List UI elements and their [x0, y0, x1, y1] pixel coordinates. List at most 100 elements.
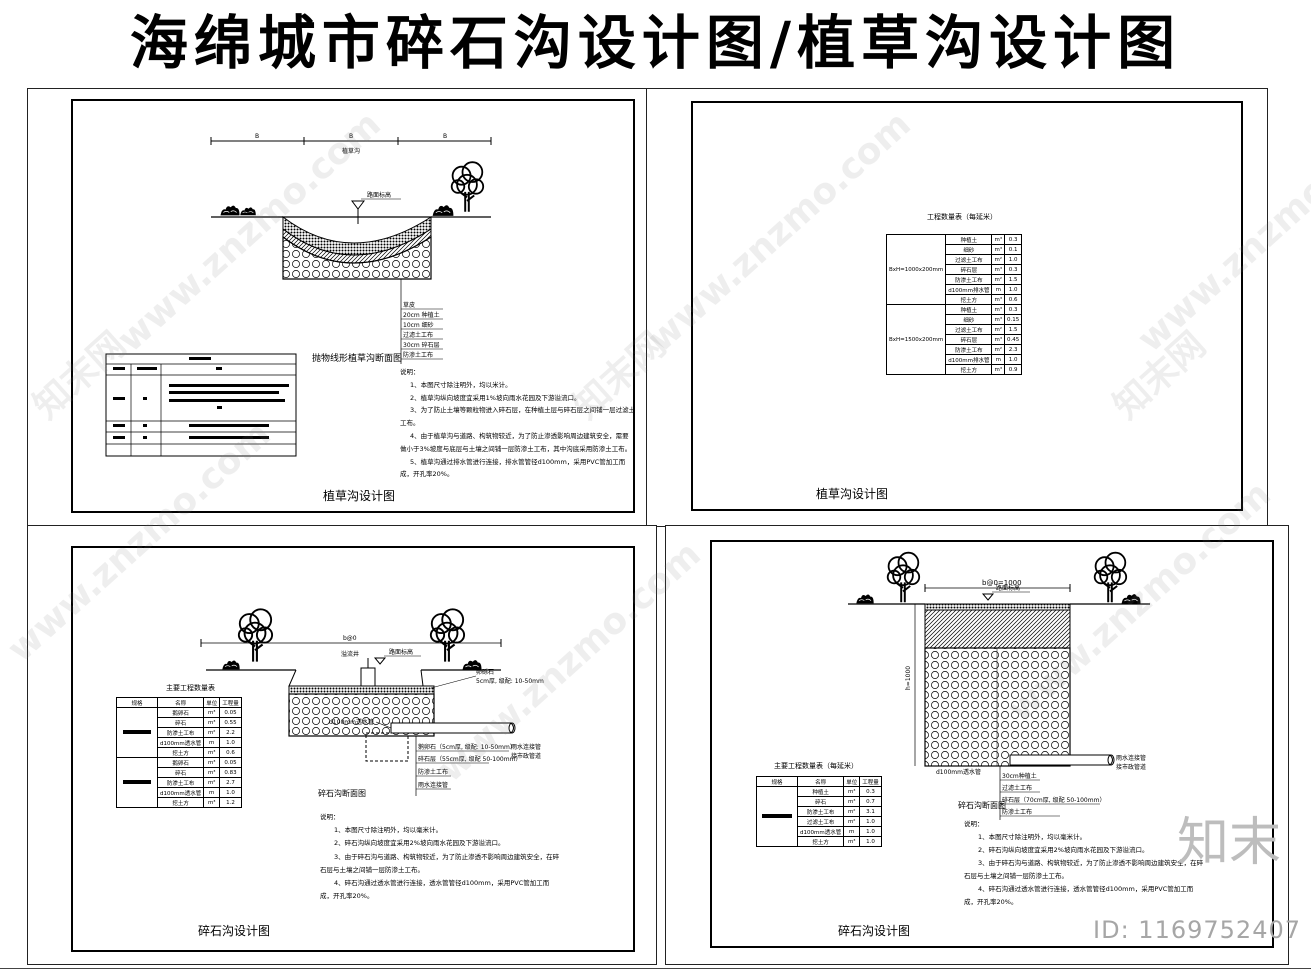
layer-label: 20cm 种植土 [403, 311, 440, 319]
dimension-label: B [255, 133, 259, 140]
table-cell: 1.0 [859, 836, 882, 847]
table-cell: 0.55 [219, 717, 242, 728]
header-cell: 名称 [156, 697, 205, 708]
table-cell: d100mm透水管 [156, 787, 205, 798]
table-cell: 0.3 [1004, 234, 1023, 245]
spec-cell: BxH=1000x200mm [885, 234, 947, 305]
layer-label: 防渗土工布 [418, 768, 448, 776]
swale-label: 植草沟 [342, 147, 360, 155]
table-cell: 0.3 [1004, 304, 1023, 315]
table-cell: 防渗土工布 [945, 274, 993, 285]
table-cell: 2.2 [219, 727, 242, 738]
note-line: 2、碎石沟纵向坡度宜采用2%坡向雨水花园及下游溢流口。 [978, 846, 1149, 854]
table-cell: 0.7 [859, 796, 882, 807]
redacted-cell-bar [123, 779, 151, 784]
table-cell: m³ [203, 717, 221, 728]
table-cell: 鹅卵石 [156, 707, 205, 718]
spec-cell: BxH=1500x200mm [885, 304, 947, 375]
table-cell: 0.83 [219, 767, 242, 778]
table-cell: 1.0 [1004, 254, 1023, 265]
note-line: 石层与土壤之间铺一层防渗土工布。 [964, 872, 1068, 880]
table-cell: m [203, 787, 221, 798]
water-level-label: 路面标高 [996, 584, 1020, 592]
section-title: 碎石沟断面图 [318, 789, 366, 798]
table-cell: 碎石 [796, 796, 845, 807]
layer-label: 草皮 [403, 301, 415, 309]
table-cell: 挖土方 [945, 294, 993, 305]
table-cell: 细砂 [945, 314, 993, 325]
table-cell: 2.3 [1004, 344, 1023, 355]
table-cell: 1.2 [219, 797, 242, 808]
dimension-label: B [443, 133, 447, 140]
table-cell: 1.0 [219, 737, 242, 748]
note-line: 1、本图尺寸除注明外，均以毫米计。 [978, 833, 1087, 841]
note-line: 做小于3%坡度与底层与土壤之间铺一层防渗土工布，其中沟底采用防渗土工布。 [400, 444, 632, 453]
note-line: 1、本图尺寸除注明外，均以毫米计。 [334, 826, 443, 835]
header-cell: 单位 [843, 776, 861, 787]
table-cell: 挖土方 [156, 797, 205, 808]
layer-label: 10cm 细砂 [403, 321, 434, 329]
pipe-right-label: 接市政管道 [1116, 763, 1146, 771]
section-title: 抛物线形植草沟断面图 [312, 354, 403, 364]
table-cell: 防渗土工布 [156, 777, 205, 788]
table-cell: 种植土 [796, 786, 845, 797]
table-cell: d100mm透水管 [796, 826, 845, 837]
table-cell: 0.9 [1004, 364, 1023, 375]
table-cell: 种植土 [945, 304, 993, 315]
water-level-label: 路面标高 [367, 191, 391, 199]
table-cell: 碎石 [156, 717, 205, 728]
table-cell: m [991, 354, 1006, 365]
table-cell: 细砂 [945, 244, 993, 255]
notes-block: 说明： 1、本图尺寸除注明外，均以米计。 2、植草沟纵向坡度宜采用1%坡向雨水花… [400, 366, 635, 481]
notes-title: 说明： [320, 813, 340, 821]
gravel-note: 5cm厚, 级配: 10-50mm [476, 677, 544, 685]
dimension-label: b@0 [343, 635, 357, 642]
table-cell: m³ [843, 836, 861, 847]
table-cell: 过滤土工布 [796, 816, 845, 827]
table-cell: 0.15 [1004, 314, 1023, 325]
table-cell: m³ [991, 294, 1006, 305]
table-cell: m³ [843, 786, 861, 797]
table-cell: 防渗土工布 [156, 727, 205, 738]
table-cell: m³ [203, 757, 221, 768]
table-cell: m² [203, 777, 221, 788]
layer-label: 雨水连接管 [418, 781, 448, 789]
panel-gravel-left: b@0 溢流井 路面标高 卵砾石 5cm厚, 级配: 10-50mm d100m… [27, 525, 657, 965]
table-cell: 1.0 [219, 787, 242, 798]
note-line: 4、碎石沟通过透水管进行连接，透水管管径d100mm，采用PVC管加工而 [978, 885, 1194, 893]
dimension-label: B [349, 133, 353, 140]
pipe-right-label: 接市政管道 [511, 752, 541, 760]
table-cell: m³ [991, 334, 1006, 345]
spec-cell [116, 707, 158, 758]
header-cell: 工程量 [859, 776, 882, 787]
table-cell: 1.5 [1004, 324, 1023, 335]
table-cell: m² [843, 816, 861, 827]
sheet-title: 碎石沟设计图 [198, 924, 271, 938]
table-cell: d100mm排水管 [945, 284, 993, 295]
header-cell: 规格 [116, 697, 158, 708]
note-line: 1、本图尺寸除注明外，均以米计。 [410, 380, 512, 389]
table-title: 主要工程数量表（每延米） [774, 762, 858, 770]
table-cell: m² [991, 324, 1006, 335]
table-cell: m² [991, 274, 1006, 285]
table-cell: m³ [991, 304, 1006, 315]
table-cell: m² [991, 254, 1006, 265]
header-cell: 单位 [203, 697, 221, 708]
table-cell: m² [991, 344, 1006, 355]
note-line: 3、由于碎石沟与道路、构筑物较近，为了防止渗透不影响周边建筑安全，在碎 [334, 852, 560, 861]
water-level-label: 路面标高 [389, 648, 413, 656]
table-cell: 2.7 [219, 777, 242, 788]
table-cell: 挖土方 [156, 747, 205, 758]
note-line: 5、植草沟通过排水管进行连接，排水管管径d100mm，采用PVC管加工而 [410, 457, 626, 466]
note-line: 3、由于碎石沟与道路、构筑物较近，为了防止渗透不影响周边建筑安全，在碎 [978, 859, 1204, 867]
table-cell: 1.5 [1004, 274, 1023, 285]
gravel-note: 卵砾石 [476, 668, 494, 676]
table-cell: 0.3 [1004, 264, 1023, 275]
